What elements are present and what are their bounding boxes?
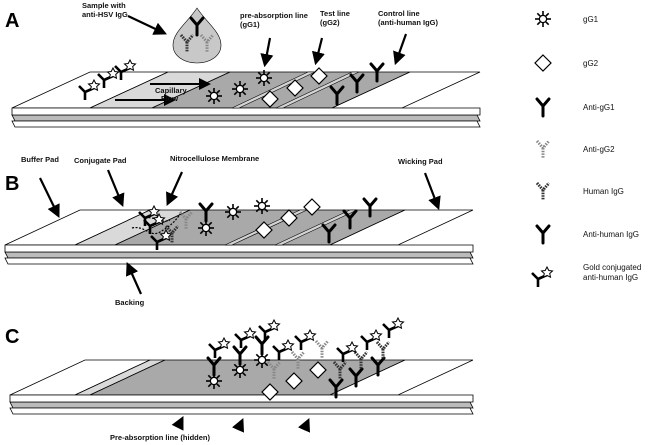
pre-absorption-label-2: (gG1) — [240, 20, 260, 29]
gold-conjugate-icon — [335, 340, 359, 364]
panel-a-letter: A — [5, 10, 19, 32]
anti-human-igg-icon — [535, 224, 551, 245]
gG1-icon — [231, 80, 249, 98]
test-line-label-1: Test line — [320, 9, 350, 18]
legend-gold-2: anti-human IgG — [583, 273, 638, 282]
wicking-pad-label: Wicking Pad — [398, 157, 443, 166]
panel-b-molecules — [131, 197, 378, 252]
human-igg-icon — [535, 181, 551, 202]
anti-gG1-icon — [535, 97, 551, 118]
panel-c-arrows — [171, 416, 311, 433]
gG1-icon — [253, 197, 271, 215]
strip-c — [9, 359, 474, 415]
legend-human-igg: Human IgG — [583, 187, 624, 196]
gold-conjugate-icon — [271, 338, 295, 362]
conjugate-pad-label: Conjugate Pad — [74, 156, 127, 165]
gold-conjugate-icon — [381, 316, 405, 340]
pre-absorption-label-1: pre-absorption line — [240, 11, 308, 20]
gold-conjugate-icon — [293, 328, 317, 352]
sample-label-1: Sample with — [82, 1, 126, 10]
panel-b-letter: B — [5, 173, 19, 195]
legend-gG1: gG1 — [583, 15, 599, 24]
anti-gG2-icon — [535, 139, 551, 160]
panel-a-labels: Sample with anti-HSV IgG pre-absorption … — [82, 1, 438, 103]
legend-anti-gG1: Anti-gG1 — [583, 103, 615, 112]
strip-a-control-band — [275, 71, 360, 109]
hidden-line-label: Pre-absorption line (hidden) — [110, 433, 211, 442]
buffer-pad-label: Buffer Pad — [21, 155, 59, 164]
flow-label-1: Capillary — [155, 86, 188, 95]
legend: gG1 gG2 Anti-gG1 Anti-gG2 Human IgG Anti… — [530, 10, 641, 289]
gold-conjugate-icon — [359, 328, 383, 352]
legend-anti-human-igg: Anti-human IgG — [583, 230, 639, 239]
control-line-label-1: Control line — [378, 9, 420, 18]
gold-conjugate-icon — [207, 336, 231, 360]
test-line-label-2: (gG2) — [320, 18, 340, 27]
strip-a — [11, 71, 481, 128]
panel-b: B — [4, 154, 474, 307]
strip-b — [4, 209, 474, 265]
gG1-icon — [205, 87, 223, 105]
gG2-icon — [534, 54, 552, 72]
gG1-icon — [197, 219, 215, 237]
gG1-icon — [255, 69, 273, 87]
backing-label: Backing — [115, 298, 145, 307]
control-line-label-2: (anti-human IgG) — [378, 18, 438, 27]
panel-b-labels: Buffer Pad Conjugate Pad Nitrocellulose … — [21, 154, 443, 307]
sample-drop — [172, 7, 222, 64]
gold-conjugate-icon — [233, 326, 257, 350]
gG1-icon — [534, 10, 552, 28]
panel-b-arrows — [39, 169, 441, 295]
anti-gG2-icon — [314, 339, 330, 360]
flow-label-2: Flow — [161, 94, 178, 103]
legend-anti-gG2: Anti-gG2 — [583, 145, 615, 154]
panel-a-arrows — [115, 15, 408, 106]
legend-gG2: gG2 — [583, 59, 599, 68]
human-igg-icon — [375, 340, 391, 361]
panel-c: C — [5, 316, 474, 442]
legend-gold-1: Gold conjugated — [583, 263, 641, 272]
gold-conjugate-icon — [530, 265, 554, 289]
membrane-label: Nitrocellulose Membrane — [170, 154, 259, 163]
sample-label-2: anti-HSV IgG — [82, 10, 128, 19]
gG1-icon — [224, 203, 242, 221]
panel-c-letter: C — [5, 326, 19, 348]
panel-a: A — [5, 1, 481, 128]
